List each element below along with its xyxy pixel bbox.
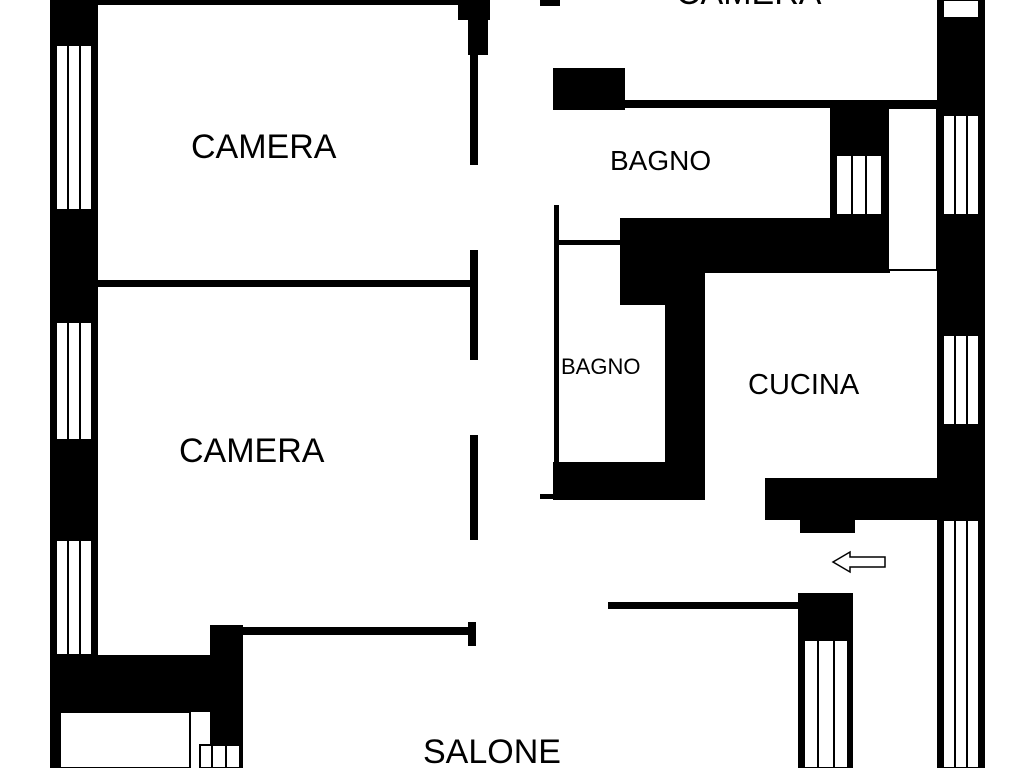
room-label-camera-top-right: CAMERA: [676, 0, 821, 13]
room-label-cucina: CUCINA: [748, 369, 860, 401]
room-label-camera-2: CAMERA: [179, 432, 325, 470]
window-mullions: [67, 45, 968, 768]
room-label-salone: SALONE: [423, 733, 561, 771]
room-label-camera-1: CAMERA: [191, 128, 337, 166]
arrow-left-outline-icon: [831, 550, 886, 574]
room-label-bagno-2: BAGNO: [561, 354, 641, 379]
room-label-bagno-1: BAGNO: [610, 145, 712, 176]
windows: [55, 0, 980, 768]
